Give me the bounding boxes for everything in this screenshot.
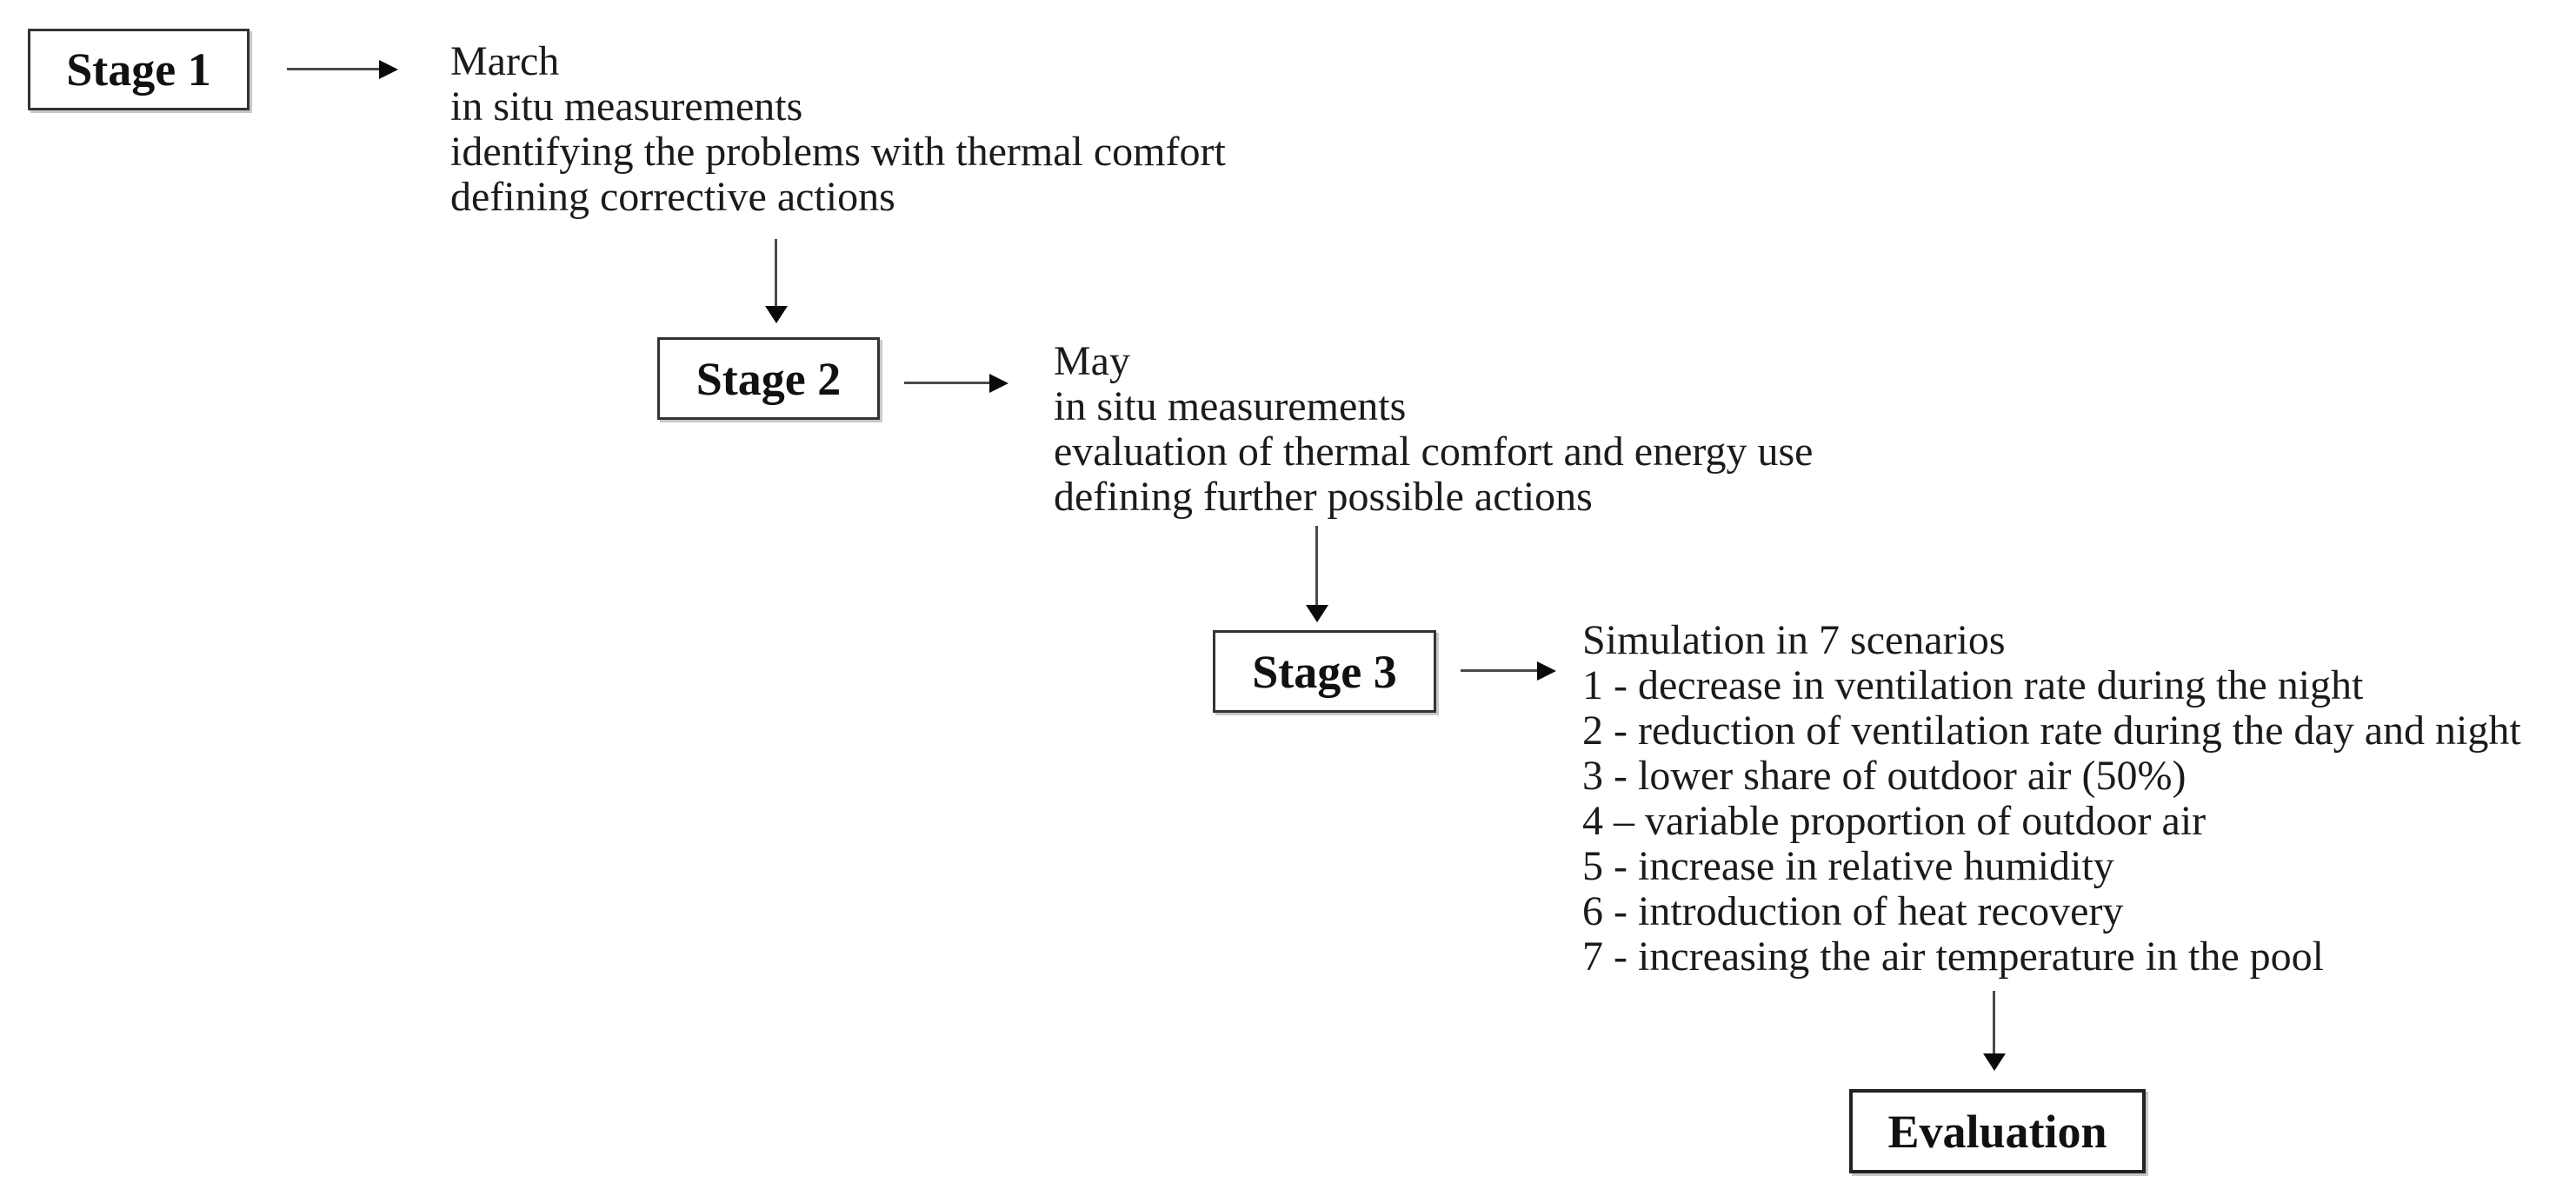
arrow-shaft xyxy=(1315,526,1318,608)
arrow-down-icon xyxy=(1983,991,2006,1071)
stage1-line-month: March xyxy=(450,38,560,84)
stage1-label: Stage 1 xyxy=(66,43,211,96)
stage2-line-measurements: in situ measurements xyxy=(1054,383,1407,429)
arrow-head xyxy=(989,374,1008,393)
stage1-line-measurements: in situ measurements xyxy=(450,83,803,130)
stage1-line-problems: identifying the problems with thermal co… xyxy=(450,129,1226,175)
arrow-head xyxy=(379,60,398,79)
arrow-shaft xyxy=(1993,991,1995,1057)
stage1-box: Stage 1 xyxy=(28,29,250,110)
stage3-box: Stage 3 xyxy=(1213,630,1436,713)
arrow-head xyxy=(1537,661,1556,681)
arrow-down-icon xyxy=(765,239,788,323)
arrow-head xyxy=(1306,605,1328,622)
stage2-line-actions: defining further possible actions xyxy=(1054,474,1593,520)
stage1-line-actions: defining corrective actions xyxy=(450,174,895,220)
evaluation-label: Evaluation xyxy=(1887,1105,2107,1158)
arrow-head xyxy=(765,306,788,323)
stage3-scenario-6: 6 - introduction of heat recovery xyxy=(1582,888,2124,934)
arrow-right-icon xyxy=(287,60,398,79)
arrow-right-icon xyxy=(1461,661,1556,681)
stage3-scenario-4: 4 – variable proportion of outdoor air xyxy=(1582,798,2207,844)
arrow-shaft xyxy=(775,239,777,309)
arrow-shaft xyxy=(287,68,383,70)
evaluation-box: Evaluation xyxy=(1849,1089,2146,1173)
stage2-line-month: May xyxy=(1054,338,1130,384)
stage3-label: Stage 3 xyxy=(1252,645,1397,698)
stage1-description: March in situ measurements identifying t… xyxy=(450,39,1226,220)
stage3-scenario-5: 5 - increase in relative humidity xyxy=(1582,843,2114,889)
stage3-scenario-7: 7 - increasing the air temperature in th… xyxy=(1582,934,2325,980)
arrow-head xyxy=(1983,1053,2006,1071)
arrow-down-icon xyxy=(1306,526,1328,622)
stage3-scenario-1: 1 - decrease in ventilation rate during … xyxy=(1582,662,2364,708)
stage3-description: Simulation in 7 scenarios 1 - decrease i… xyxy=(1582,618,2521,980)
arrow-shaft xyxy=(1461,669,1541,672)
arrow-shaft xyxy=(904,382,993,384)
arrow-right-icon xyxy=(904,374,1008,393)
stage2-description: May in situ measurements evaluation of t… xyxy=(1054,339,1813,520)
stage3-line-title: Simulation in 7 scenarios xyxy=(1582,617,2006,663)
stage3-scenario-2: 2 - reduction of ventilation rate during… xyxy=(1582,708,2521,754)
stage2-label: Stage 2 xyxy=(696,352,842,405)
stage3-scenario-3: 3 - lower share of outdoor air (50%) xyxy=(1582,753,2187,799)
stage2-box: Stage 2 xyxy=(657,337,880,420)
stage2-line-evaluation: evaluation of thermal comfort and energy… xyxy=(1054,429,1814,475)
